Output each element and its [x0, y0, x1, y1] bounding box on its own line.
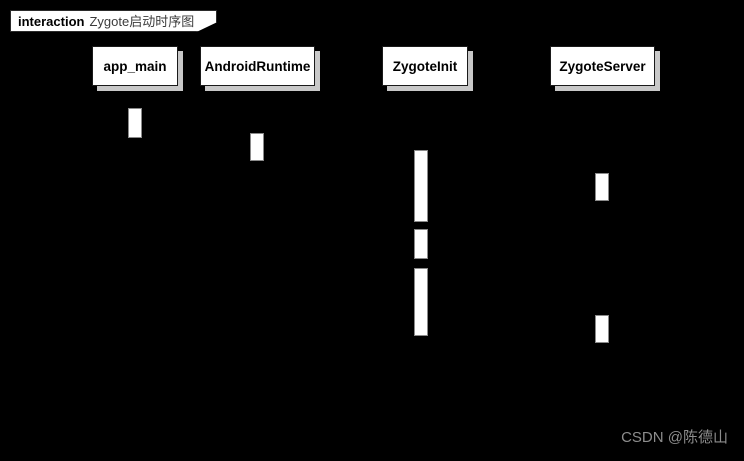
participant-android-runtime[interactable]: AndroidRuntime — [200, 46, 315, 86]
activation-bar-android-runtime-1[interactable] — [250, 133, 264, 161]
lifeline-zygote-init — [421, 86, 422, 446]
lifeline-android-runtime — [257, 86, 258, 446]
activation-bar-zygote-server-1[interactable] — [595, 173, 609, 201]
frame-title-text: Zygote启动时序图 — [89, 13, 195, 29]
csdn-watermark: CSDN @陈德山 — [621, 429, 728, 446]
activation-bar-zygote-server-2[interactable] — [595, 315, 609, 343]
activation-bar-zygote-init-1[interactable] — [414, 150, 428, 222]
frame-keyword: interaction — [18, 13, 85, 29]
lifeline-zygote-server — [602, 86, 603, 446]
lifeline-app-main — [135, 86, 136, 446]
participant-zygote-init[interactable]: ZygoteInit — [382, 46, 468, 86]
activation-bar-app-main-1[interactable] — [128, 108, 142, 138]
activation-bar-zygote-init-2[interactable] — [414, 229, 428, 259]
participant-app-main[interactable]: app_main — [92, 46, 178, 86]
frame-title-tag: interaction Zygote启动时序图 — [10, 10, 218, 32]
diagram-frame — [6, 6, 736, 453]
participant-zygote-server[interactable]: ZygoteServer — [550, 46, 655, 86]
activation-bar-zygote-init-3[interactable] — [414, 268, 428, 336]
